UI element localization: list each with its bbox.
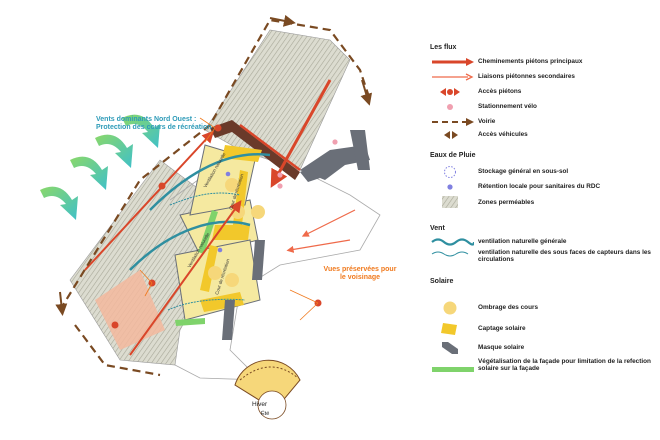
underside-ventilation-curve bbox=[169, 192, 241, 206]
retention-dot bbox=[217, 247, 223, 253]
legend-section-title: Les flux bbox=[430, 44, 457, 51]
road-dashed-arrow-icon bbox=[432, 118, 474, 126]
bike-parking-dot-icon bbox=[447, 104, 453, 110]
facade-green-1 bbox=[175, 318, 205, 326]
general-ventilation-curve bbox=[149, 153, 271, 211]
road-arrow bbox=[55, 291, 68, 316]
solar-mask bbox=[350, 130, 370, 170]
solar-mask bbox=[300, 168, 320, 182]
secondary-pedestrian-link bbox=[286, 239, 351, 253]
main-pedestrian-path bbox=[239, 124, 301, 171]
local-retention-dot-icon bbox=[447, 184, 453, 190]
legend-item: Captage solaire bbox=[478, 325, 526, 332]
solar-mask-icon bbox=[442, 342, 458, 354]
road-dashed-path bbox=[59, 18, 372, 311]
building-mass-north bbox=[300, 145, 370, 180]
sun-summer-label: Été bbox=[261, 411, 270, 417]
main-pedestrian-path bbox=[84, 130, 215, 271]
building-mass-frame bbox=[210, 120, 300, 180]
retention-dot bbox=[225, 171, 231, 177]
underside-ventilation-wave-icon bbox=[431, 251, 469, 257]
legend-section-title: Vent bbox=[430, 225, 445, 232]
road-arrow bbox=[269, 14, 296, 27]
solar-capture-square-icon bbox=[441, 323, 457, 335]
secondary-pedestrian-arrow-icon bbox=[432, 73, 474, 81]
courtyard-shade-circle-icon bbox=[443, 301, 457, 315]
solar-band-3 bbox=[200, 292, 244, 312]
legend-item: Cheminements piétons principaux bbox=[478, 58, 583, 65]
pedestrian-access-icon bbox=[440, 88, 460, 96]
bike-parking-dot bbox=[332, 139, 338, 145]
underside-ventilation-curve bbox=[167, 298, 246, 311]
legend-item: Accès piétons bbox=[478, 88, 522, 95]
sun-diagram bbox=[234, 359, 301, 420]
legend-item: Stationnement vélo bbox=[478, 103, 537, 110]
legend-item: Voirie bbox=[478, 118, 496, 125]
main-pedestrian-path bbox=[129, 200, 242, 356]
legend-item: Rétention locale pour sanitaires du RDC bbox=[478, 183, 601, 190]
legend-item: ventilation naturelle générale bbox=[478, 238, 567, 245]
shade-circle bbox=[208, 266, 222, 280]
vehicle-access-icon bbox=[444, 131, 458, 139]
solar-mask bbox=[252, 240, 265, 280]
road-dashed-path bbox=[74, 324, 161, 377]
main-pedestrian-arrow-icon bbox=[432, 58, 474, 66]
bike-parking-dot bbox=[277, 183, 283, 189]
legend-item: Liaisons piétonnes secondaires bbox=[478, 73, 575, 80]
legend-item: Zones perméables bbox=[478, 199, 535, 206]
legend-item: Ombrage des cours bbox=[478, 304, 539, 311]
view-fans bbox=[139, 117, 319, 321]
facade-green-2 bbox=[198, 210, 218, 254]
shade-circle bbox=[251, 205, 265, 219]
legend-item: Accès véhicules bbox=[478, 131, 528, 138]
legend-item: Stockage général en sous-sol bbox=[478, 168, 569, 175]
main-pedestrian-path bbox=[270, 79, 332, 188]
wind-arrows bbox=[40, 114, 160, 220]
permeable-zone-hatch-icon bbox=[442, 196, 458, 208]
legend-item: Masque solaire bbox=[478, 344, 525, 351]
legend-item: ventilation naturelle des sous faces de … bbox=[478, 249, 651, 263]
general-ventilation-wave-icon bbox=[431, 238, 474, 246]
facade-greening-bar-icon bbox=[432, 367, 474, 372]
legend-section-title: Solaire bbox=[430, 278, 454, 285]
bike-parking-dot bbox=[277, 172, 283, 178]
sun-winter-label: Hiver bbox=[252, 401, 268, 408]
road-arrow bbox=[360, 79, 373, 106]
views-annotation: Vues préservées pour le voisinage bbox=[323, 266, 397, 281]
solar-band-5 bbox=[200, 245, 218, 292]
solar-mask bbox=[222, 300, 235, 340]
general-ventilation-curve bbox=[129, 220, 251, 271]
wind-annotation: Vents dominants Nord Ouest : Protection … bbox=[96, 116, 212, 131]
shade-circle bbox=[225, 273, 239, 287]
shade-circle bbox=[225, 178, 239, 192]
secondary-pedestrian-link bbox=[301, 209, 356, 237]
legend-item: Végétalisation de la façade pour limitat… bbox=[478, 358, 651, 372]
underground-storage-circle-icon bbox=[444, 166, 456, 178]
legend-section-title: Eaux de Pluie bbox=[430, 152, 476, 159]
